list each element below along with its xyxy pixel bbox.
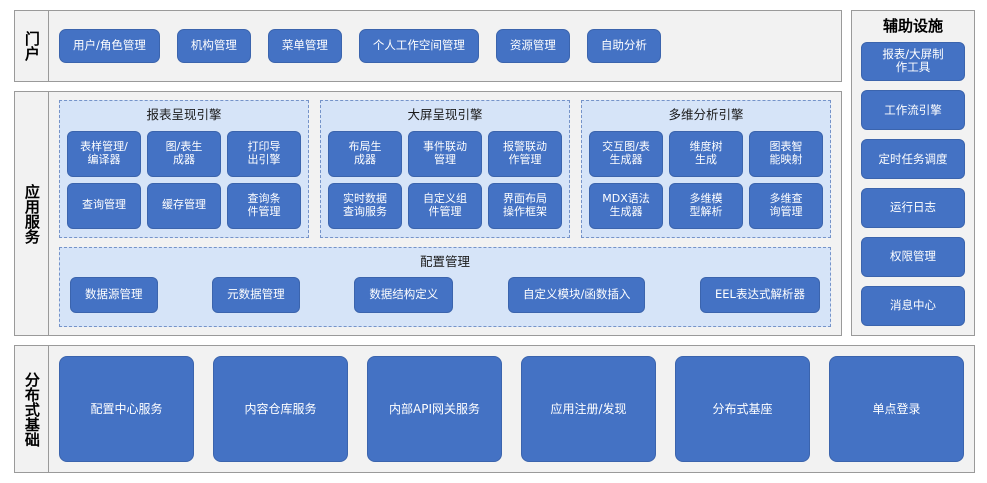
node-event-linkage-management[interactable]: 事件联动 管理	[408, 130, 482, 177]
base-item-config-center-service[interactable]: 配置中心服务	[59, 356, 194, 462]
portal-item-org-management[interactable]: 机构管理	[176, 29, 251, 63]
aux-item-workflow-engine[interactable]: 工作流引擎	[861, 90, 965, 131]
node-custom-module-function-insert[interactable]: 自定义模块/函数插入	[507, 277, 646, 314]
portal-item-user-role-management[interactable]: 用户/角色管理	[59, 29, 160, 63]
portal-item-personal-workspace[interactable]: 个人工作空间管理	[358, 29, 479, 63]
node-realtime-data-query-service[interactable]: 实时数据 查询服务	[328, 182, 402, 229]
portal-item-resource-management[interactable]: 资源管理	[495, 29, 570, 63]
node-interactive-chart-table-generator[interactable]: 交互图/表 生成器	[589, 130, 663, 177]
aux-item-message-center[interactable]: 消息中心	[861, 286, 965, 327]
node-datasource-management[interactable]: 数据源管理	[70, 277, 158, 314]
portal-item-self-service-analysis[interactable]: 自助分析	[586, 29, 661, 63]
aux-item-permission-management[interactable]: 权限管理	[861, 237, 965, 278]
auxiliary-facilities-title: 辅助设施	[882, 17, 943, 35]
node-multidimensional-query-management[interactable]: 多维查 询管理	[749, 182, 823, 229]
node-mdx-syntax-generator[interactable]: MDX语法 生成器	[589, 182, 663, 229]
engine-grid-large-screen-rendering: 布局生 成器 事件联动 管理 报警联动 作管理 实时数据 查询服务 自定义组 件…	[328, 130, 562, 229]
auxiliary-facilities-list: 报表/大屏制 作工具 工作流引擎 定时任务调度 运行日志 权限管理 消息中心	[861, 41, 965, 327]
distributed-base-body: 配置中心服务 内容仓库服务 内部API网关服务 应用注册/发现 分布式基座 单点…	[49, 346, 974, 472]
node-ui-layout-operation-framework[interactable]: 界面布局 操作框架	[488, 182, 562, 229]
node-chart-table-generator[interactable]: 图/表生 成器	[147, 130, 221, 177]
application-service-body: 报表呈现引擎 表样管理/ 编译器 图/表生 成器 打印导 出引擎 查询管理 缓存…	[49, 92, 841, 335]
upper-region: 门户 用户/角色管理 机构管理 菜单管理 个人工作空间管理 资源管理 自助分析 …	[14, 10, 975, 336]
node-dimension-tree-generation[interactable]: 维度树 生成	[669, 130, 743, 177]
node-query-condition-management[interactable]: 查询条 件管理	[227, 182, 301, 229]
node-table-template-compiler[interactable]: 表样管理/ 编译器	[67, 130, 141, 177]
base-item-distributed-foundation[interactable]: 分布式基座	[675, 356, 810, 462]
config-management-row: 数据源管理 元数据管理 数据结构定义 自定义模块/函数插入 EEL表达式解析器	[70, 277, 820, 315]
aux-item-scheduled-task-scheduling[interactable]: 定时任务调度	[861, 139, 965, 180]
aux-item-runtime-log[interactable]: 运行日志	[861, 188, 965, 229]
portal-item-menu-management[interactable]: 菜单管理	[267, 29, 342, 63]
engine-title-large-screen-rendering: 大屏呈现引擎	[407, 107, 483, 122]
node-layout-generator[interactable]: 布局生 成器	[328, 130, 402, 177]
base-item-content-repository-service[interactable]: 内容仓库服务	[213, 356, 348, 462]
left-column: 门户 用户/角色管理 机构管理 菜单管理 个人工作空间管理 资源管理 自助分析 …	[14, 10, 842, 336]
node-eel-expression-parser[interactable]: EEL表达式解析器	[700, 277, 820, 314]
distributed-base-row: 配置中心服务 内容仓库服务 内部API网关服务 应用注册/发现 分布式基座 单点…	[59, 354, 964, 464]
portal-panel-body: 用户/角色管理 机构管理 菜单管理 个人工作空间管理 资源管理 自助分析	[49, 11, 841, 81]
node-cache-management[interactable]: 缓存管理	[147, 182, 221, 229]
application-service-panel: 应用服务 报表呈现引擎 表样管理/ 编译器 图/表生 成器 打印导 出引擎 查询…	[14, 91, 842, 336]
engine-group-report-rendering: 报表呈现引擎 表样管理/ 编译器 图/表生 成器 打印导 出引擎 查询管理 缓存…	[59, 100, 309, 238]
node-multidimensional-model-parsing[interactable]: 多维模 型解析	[669, 182, 743, 229]
base-item-internal-api-gateway-service[interactable]: 内部API网关服务	[367, 356, 502, 462]
config-management-group: 配置管理 数据源管理 元数据管理 数据结构定义 自定义模块/函数插入 EEL表达…	[59, 246, 831, 327]
engine-group-multidimensional-analysis: 多维分析引擎 交互图/表 生成器 维度树 生成 图表智 能映射 MDX语法 生成…	[581, 100, 831, 238]
node-query-management[interactable]: 查询管理	[67, 182, 141, 229]
engine-title-multidimensional-analysis: 多维分析引擎	[668, 107, 744, 122]
config-management-title: 配置管理	[419, 253, 470, 269]
node-data-structure-definition[interactable]: 数据结构定义	[354, 277, 454, 314]
node-alarm-action-management[interactable]: 报警联动 作管理	[488, 130, 562, 177]
distributed-base-panel: 分布式基础 配置中心服务 内容仓库服务 内部API网关服务 应用注册/发现 分布…	[14, 345, 975, 473]
engine-grid-report-rendering: 表样管理/ 编译器 图/表生 成器 打印导 出引擎 查询管理 缓存管理 查询条 …	[67, 130, 301, 229]
node-print-export-engine[interactable]: 打印导 出引擎	[227, 130, 301, 177]
engine-grid-multidimensional-analysis: 交互图/表 生成器 维度树 生成 图表智 能映射 MDX语法 生成器 多维模 型…	[589, 130, 823, 229]
distributed-base-band-label: 分布式基础	[15, 346, 49, 472]
portal-panel: 门户 用户/角色管理 机构管理 菜单管理 个人工作空间管理 资源管理 自助分析	[14, 10, 842, 82]
application-service-band-label: 应用服务	[15, 92, 49, 335]
portal-items-row: 用户/角色管理 机构管理 菜单管理 个人工作空间管理 资源管理 自助分析	[59, 19, 831, 73]
portal-band-label: 门户	[15, 11, 49, 81]
aux-item-report-dashboard-authoring-tool[interactable]: 报表/大屏制 作工具	[861, 41, 965, 82]
node-metadata-management[interactable]: 元数据管理	[212, 277, 300, 314]
engine-group-large-screen-rendering: 大屏呈现引擎 布局生 成器 事件联动 管理 报警联动 作管理 实时数据 查询服务…	[320, 100, 570, 238]
node-custom-component-management[interactable]: 自定义组 件管理	[408, 182, 482, 229]
base-item-single-sign-on[interactable]: 单点登录	[829, 356, 964, 462]
engines-row: 报表呈现引擎 表样管理/ 编译器 图/表生 成器 打印导 出引擎 查询管理 缓存…	[59, 100, 831, 238]
node-chart-smart-mapping[interactable]: 图表智 能映射	[749, 130, 823, 177]
base-item-app-registration-discovery[interactable]: 应用注册/发现	[521, 356, 656, 462]
auxiliary-facilities-panel: 辅助设施 报表/大屏制 作工具 工作流引擎 定时任务调度 运行日志 权限管理 消…	[851, 10, 975, 336]
engine-title-report-rendering: 报表呈现引擎	[146, 107, 222, 122]
